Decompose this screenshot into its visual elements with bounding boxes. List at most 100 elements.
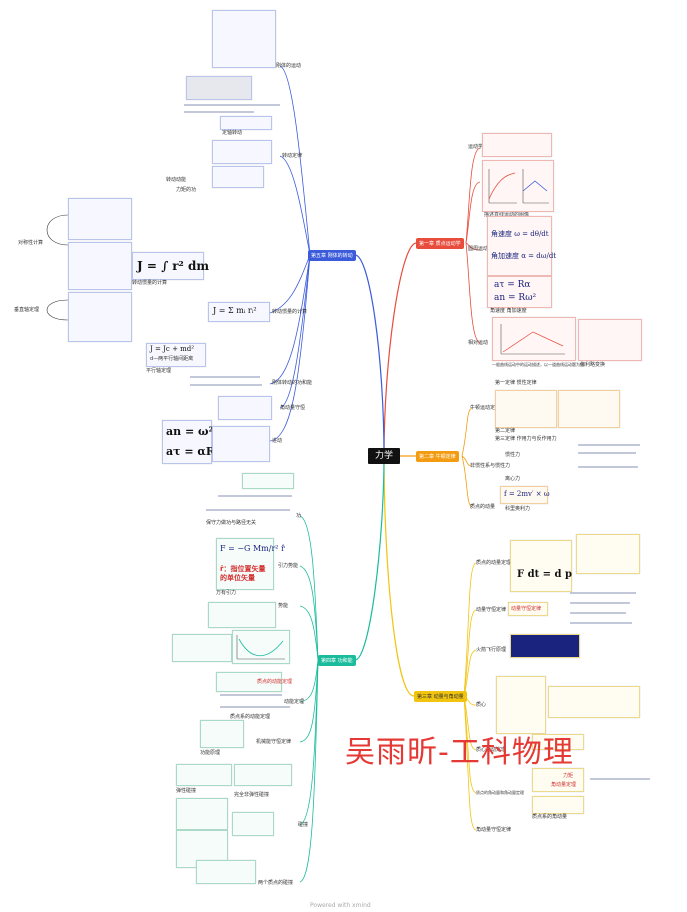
ch3-branch-impulse[interactable]: 质点的动量定理	[476, 560, 512, 566]
ch5-text-line	[190, 376, 260, 378]
ch5-card-precession	[212, 426, 270, 462]
ch5-branch-work-energy[interactable]: 刚体转动的功和能	[272, 380, 313, 386]
ch2-text-line	[578, 466, 638, 468]
ch3-branch-centroid[interactable]: 质心	[476, 702, 487, 708]
ch4-card-collision-3	[176, 798, 228, 830]
ch3-branch-ang-conservation[interactable]: 角动量守恒定律	[476, 827, 512, 833]
ch2-branch-newton[interactable]: 牛顿运动定律	[470, 405, 501, 411]
ch4-system-kinetic-label: 质点系的动能定理	[230, 714, 271, 720]
author-watermark: 吴雨昕-工科物理	[345, 735, 574, 770]
ch3-card-centroid-fig	[548, 686, 640, 718]
ch5-text-line	[184, 111, 254, 113]
ch4-branch-potential[interactable]: 势能	[278, 603, 289, 609]
ch3-branch-centroid-motion[interactable]: 质心运动定理	[476, 747, 507, 753]
coriolis-formula: f = 2mv′ × ω	[504, 490, 550, 498]
chapter-3-node[interactable]: 第三章 动量与角动量	[414, 691, 467, 702]
torque-label: 力矩	[563, 773, 574, 779]
velocity-graph-icon	[488, 169, 549, 204]
ch4-elastic-label: 弹性碰撞	[176, 788, 197, 794]
ch4-inelastic-label: 完全非弹性碰撞	[234, 792, 270, 798]
ch4-branch-mechanical[interactable]: 机械能守恒定律	[256, 739, 292, 745]
ch5-rot-kinetic-label: 转动动能	[166, 177, 187, 183]
ch4-card-gravitation: F = −G Mm/r² r̂ r̂：指位置矢量的单位矢量	[216, 538, 285, 590]
work-energy-label: 质点的动能定理	[257, 679, 293, 685]
ch3-card-system	[532, 796, 584, 814]
ch4-branch-collision[interactable]: 碰撞	[298, 822, 309, 828]
ch5-branch-ang-conservation[interactable]: 角动量守恒	[280, 405, 306, 411]
ch5-card-axis-calc	[212, 166, 264, 188]
ch5-card-J-integral: J = ∫ r² dm	[132, 252, 209, 280]
ch3-card-centroid-motion	[532, 734, 584, 750]
ch4-text-line	[206, 509, 290, 511]
ch5-branch-precession[interactable]: 进动	[272, 438, 283, 444]
ch2-card-coriolis: f = 2mv′ × ω	[500, 486, 550, 504]
ch1-branch-kinematics[interactable]: 运动学描述	[468, 144, 494, 150]
ch4-card-collision-1	[176, 764, 232, 786]
ch5-card-inertia-2	[68, 242, 132, 290]
ch1-card-galileo	[578, 319, 642, 361]
normal-accel-formula: an = Rω²	[494, 293, 537, 303]
ch5-perpendicular-label: 垂直轴定理	[14, 307, 40, 313]
ch4-text-line	[220, 694, 282, 696]
chapter-1-node[interactable]: 第一章 质点运动学	[416, 238, 464, 249]
angular-acceleration-formula: 角加速度 α = dω/dt	[491, 252, 557, 260]
ch5-card-rigid-figure	[186, 76, 252, 100]
ch4-function-principle: 功能原理	[200, 750, 221, 756]
ch5-torque-work-label: 力矩的功	[176, 187, 197, 193]
ch3-branch-angular-momentum[interactable]: 质点的角动量和角动量定理	[476, 790, 524, 795]
ch5-branch-rotation-law[interactable]: 转动定律	[282, 153, 303, 159]
relative-motion-diagram-icon	[500, 324, 565, 355]
ch3-branch-conservation[interactable]: 动量守恒定律	[476, 607, 507, 613]
ch1-branch-relative[interactable]: 相对运动	[468, 340, 489, 346]
parallel-axis-formula: J = Jc + md²	[150, 345, 195, 353]
ch5-card-fixed-axis	[220, 116, 272, 130]
ch4-text-line	[220, 706, 290, 708]
ch3-text-line	[570, 622, 632, 624]
ch4-branch-gravitation[interactable]: 引力势能	[278, 563, 299, 569]
ch2-card-components	[558, 390, 620, 428]
ch1-card-graphs	[482, 160, 554, 212]
ch4-branch-two-particle[interactable]: 两个质点的碰撞	[258, 880, 294, 886]
ch2-first-law: 第一定律 惯性定律	[495, 380, 537, 386]
ch4-conservative-label: 保守力做功与路径无关	[206, 520, 257, 526]
ch1-branch-circular[interactable]: 圆周运动	[468, 246, 489, 252]
ch4-branch-kinetic[interactable]: 动能定理	[284, 699, 305, 705]
angular-momentum-label: 角动量定理	[551, 782, 577, 788]
ch4-card-collision-4	[232, 812, 274, 836]
unit-vector-desc: r̂：指位置矢量的单位矢量	[220, 565, 266, 582]
ch5-card-inertia-1	[68, 198, 132, 240]
ch5-branch-inertia-calc[interactable]: 转动惯量的计算	[272, 309, 308, 315]
ch5-card-rigid	[212, 10, 276, 68]
chapter-5-node[interactable]: 第五章 刚体的转动	[308, 250, 356, 261]
xmind-footer: Powered with xmind	[310, 902, 371, 909]
ch4-card-mech-energy	[200, 720, 244, 748]
ch1-card-relative	[492, 317, 576, 361]
ch4-card-energy-figs	[232, 630, 290, 664]
ch5-card-parallel-axis: J = Jc + md² d—两平行轴间距离	[146, 343, 206, 367]
ch2-branch-momentum[interactable]: 质点的动量	[470, 504, 496, 510]
tangential-accel-relation: aτ = αR	[166, 445, 216, 458]
chapter-4-node[interactable]: 第四章 功和能	[318, 655, 356, 666]
ch5-branch-rigid-motion[interactable]: 刚体的运动	[276, 63, 302, 69]
ch4-card-two-particle	[196, 860, 256, 884]
ch1-branch-graph-label: 描述直线运动的图像	[484, 212, 530, 218]
ch3-text-line	[590, 778, 650, 780]
ch3-text-line	[570, 612, 626, 614]
ch5-text-line	[184, 104, 280, 106]
angular-velocity-formula: 角速度 ω = dθ/dt	[491, 230, 549, 238]
central-topic[interactable]: 力学	[368, 448, 400, 464]
ch2-branch-inertial[interactable]: 非惯性系与惯性力	[470, 463, 511, 469]
conservation-label: 动量守恒定律	[511, 606, 542, 612]
tangential-accel-formula: aτ = Rα	[494, 280, 531, 290]
ch4-branch-work[interactable]: 功	[296, 513, 302, 519]
ch2-second-law: 第二定律	[495, 428, 516, 434]
ch3-branch-rocket[interactable]: 火箭飞行原理	[476, 647, 507, 653]
normal-accel-relation: an = ω²R	[166, 425, 223, 438]
ch5-card-torque	[212, 140, 272, 164]
ch2-card-second-law	[495, 390, 557, 428]
ch3-text-line	[570, 602, 630, 604]
chapter-2-node[interactable]: 第二章 牛顿定律	[416, 451, 459, 462]
ch5-card-ang-momentum	[218, 396, 272, 420]
ch2-text-line	[578, 444, 640, 446]
ch3-card-torque: 力矩 角动量定理	[532, 768, 584, 792]
